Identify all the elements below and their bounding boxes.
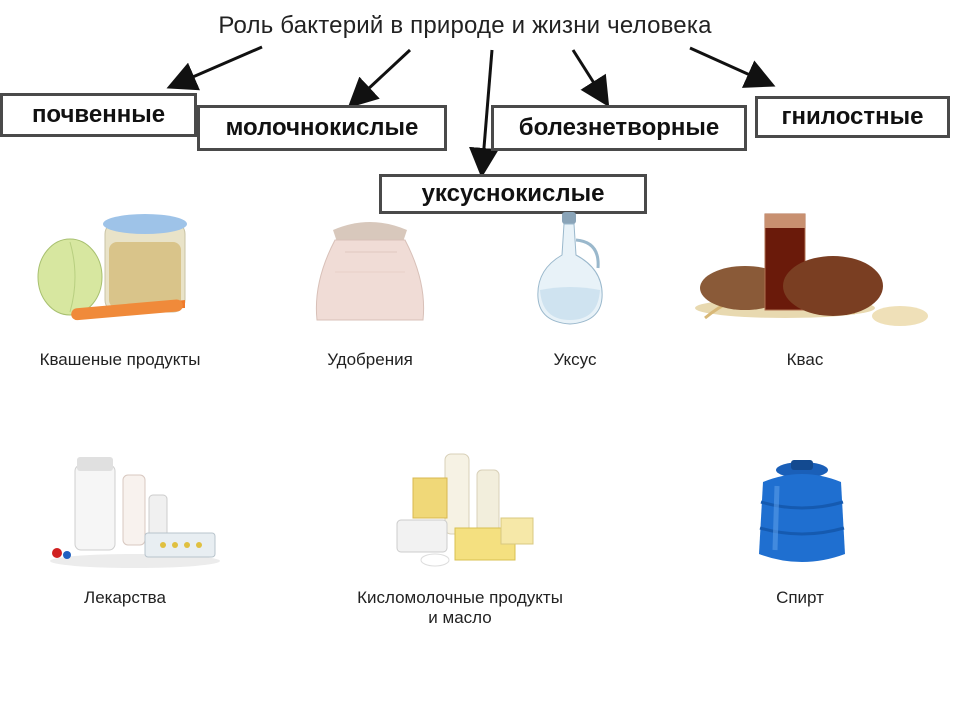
diagram-title: Роль бактерий в природе и жизни человека xyxy=(218,12,712,39)
caption-kvass: Квас xyxy=(786,350,824,369)
caption-fertilizer: Удобрения xyxy=(327,350,413,369)
fertilizer-sack-icon xyxy=(315,222,425,321)
category-soil: почвенные xyxy=(0,93,197,137)
blue-barrel-icon xyxy=(759,460,845,562)
kvass-bread-icon xyxy=(695,213,928,326)
caption-vinegar: Уксус xyxy=(553,350,597,369)
vinegar-carafe-icon xyxy=(537,212,603,325)
medicine-bottles-icon xyxy=(50,457,220,568)
pickled-vegetables-icon xyxy=(37,214,187,321)
category-acetic: уксуснокислые xyxy=(379,174,647,214)
caption-alcohol: Спирт xyxy=(776,588,824,607)
caption-medicine: Лекарства xyxy=(84,588,166,607)
arrow-to-lactic xyxy=(347,48,412,109)
dairy-products-icon xyxy=(396,453,534,567)
arrow-to-pathogenic xyxy=(571,49,610,108)
category-putrefactive: гнилостные xyxy=(755,96,950,138)
arrow-to-putrefactive xyxy=(689,46,776,88)
arrow-to-acetic xyxy=(469,49,499,178)
category-pathogenic: болезнетворные xyxy=(491,105,747,151)
arrow-to-soil xyxy=(166,45,263,91)
caption-fermented: Квашеные продукты xyxy=(39,350,201,369)
category-lactic: молочнокислые xyxy=(197,105,447,151)
caption-dairy: Кисломолочные продукты и масло xyxy=(357,588,563,627)
